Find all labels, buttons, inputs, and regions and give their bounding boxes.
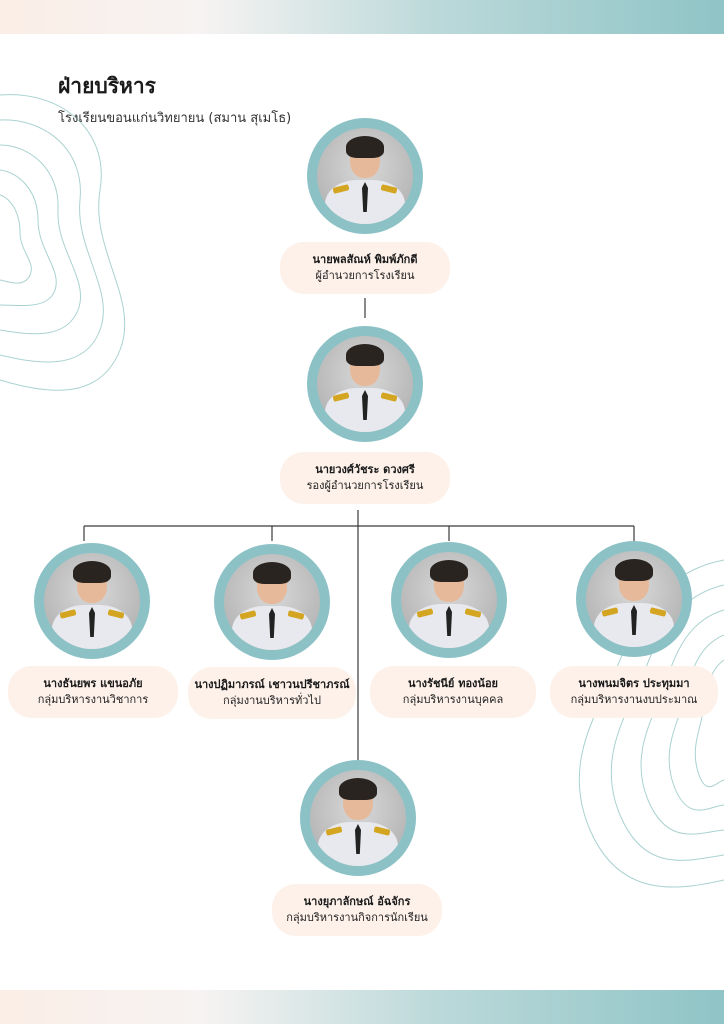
academic-head-name: นางธันยพร แขนอภัย	[43, 677, 143, 690]
student-affairs-head-name: นางยุภาลักษณ์ อัฉจักร	[303, 895, 411, 908]
personnel-head-name: นางรัชนีย์ ทองน้อย	[407, 677, 499, 690]
director-name: นายพลสัณห์ พิมพ์ภักดี	[312, 253, 418, 266]
bottom-gradient-band	[0, 990, 724, 1024]
deputy-name: นายวงศ์วัชระ ดวงศรี	[315, 463, 415, 476]
student-affairs-head-photo	[300, 760, 416, 876]
budget-head-card: นางพนมจิตร ประทุมมา กลุ่มบริหารงานงบประม…	[550, 666, 718, 718]
general-head-card: นางปฏิมาภรณ์ เชาวนปรีชาภรณ์ กลุ่มงานบริห…	[188, 667, 356, 719]
top-gradient-band	[0, 0, 724, 34]
budget-head-name: นางพนมจิตร ประทุมมา	[578, 677, 690, 690]
personnel-head-role: กลุ่มบริหารงานบุคคล	[402, 693, 504, 706]
academic-head-role: กลุ่มบริหารงานวิชาการ	[37, 693, 149, 706]
budget-head-role: กลุ่มบริหารงานงบประมาณ	[570, 693, 698, 706]
academic-head-card: นางธันยพร แขนอภัย กลุ่มบริหารงานวิชาการ	[8, 666, 178, 718]
general-head-photo	[214, 544, 330, 660]
page-title: ฝ่ายบริหาร	[58, 74, 156, 98]
director-photo	[307, 118, 423, 234]
general-head-name: นางปฏิมาภรณ์ เชาวนปรีชาภรณ์	[194, 678, 350, 691]
deputy-card: นายวงศ์วัชระ ดวงศรี รองผู้อำนวยการโรงเรี…	[280, 452, 450, 504]
director-role: ผู้อำนวยการโรงเรียน	[315, 269, 415, 282]
general-head-role: กลุ่มงานบริหารทั่วไป	[223, 694, 321, 707]
personnel-head-photo	[391, 542, 507, 658]
personnel-head-card: นางรัชนีย์ ทองน้อย กลุ่มบริหารงานบุคคล	[370, 666, 536, 718]
student-affairs-head-card: นางยุภาลักษณ์ อัฉจักร กลุ่มบริหารงานกิจก…	[272, 884, 442, 936]
deputy-role: รองผู้อำนวยการโรงเรียน	[306, 479, 424, 492]
student-affairs-head-role: กลุ่มบริหารงานกิจการนักเรียน	[286, 911, 428, 924]
school-name: โรงเรียนขอนแก่นวิทยายน (สมาน สุเมโธ)	[58, 111, 292, 126]
academic-head-photo	[34, 543, 150, 659]
deputy-photo	[307, 326, 423, 442]
budget-head-photo	[576, 541, 692, 657]
director-card: นายพลสัณห์ พิมพ์ภักดี ผู้อำนวยการโรงเรีย…	[280, 242, 450, 294]
